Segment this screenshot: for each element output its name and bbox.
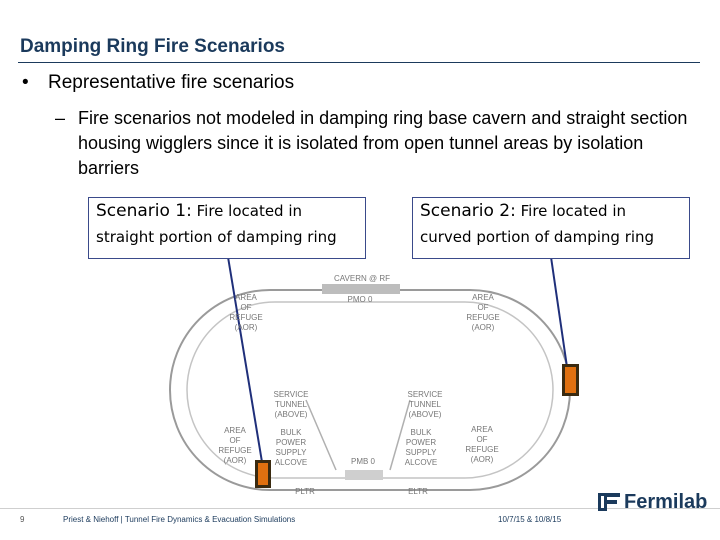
- scenario-1-text1: Fire located in: [191, 202, 303, 220]
- fermilab-logo-icon: [598, 493, 620, 511]
- fire-marker-1: [255, 460, 271, 488]
- aor-line: AREA: [471, 425, 493, 434]
- cavern-block: [322, 284, 400, 294]
- aor-line: AREA: [224, 426, 246, 435]
- aor-line: AREA: [472, 293, 494, 302]
- aor-line: OF: [477, 303, 489, 312]
- bulk-power-left-label: BULK POWER SUPPLY ALCOVE: [268, 428, 314, 468]
- ring-inner-track: [186, 301, 554, 479]
- bullet-text: Representative fire scenarios: [48, 72, 295, 93]
- aor-line: (AOR): [470, 455, 494, 464]
- service-line: (ABOVE): [274, 410, 308, 419]
- scenario-2-line1: Scenario 2: Fire located in: [420, 198, 689, 224]
- aor-line: (AOR): [471, 323, 495, 332]
- aor-line: REFUGE: [466, 313, 500, 322]
- sub-bullet-item: – Fire scenarios not modeled in damping …: [55, 106, 695, 181]
- bulk-line: SUPPLY: [405, 448, 437, 457]
- service-line: TUNNEL: [408, 400, 441, 409]
- service-tunnel-left: [305, 399, 337, 471]
- pmb-label: PMB 0: [350, 457, 375, 466]
- service-line: SERVICE: [407, 390, 443, 399]
- aor-line: REFUGE: [229, 313, 263, 322]
- aor-line: OF: [229, 436, 241, 445]
- slide-title: Damping Ring Fire Scenarios: [20, 36, 285, 57]
- bulk-line: POWER: [405, 438, 437, 447]
- aor-line: (AOR): [234, 323, 258, 332]
- bullet-dot: •: [22, 72, 29, 93]
- service-tunnel-right-label: SERVICE TUNNEL (ABOVE): [400, 390, 450, 420]
- bulk-line: ALCOVE: [274, 458, 308, 467]
- footer-date: 10/7/15 & 10/8/15: [498, 515, 562, 524]
- scenario-2-text2: curved portion of damping ring: [420, 228, 655, 246]
- scenario-2-callout: Scenario 2: Fire located in curved porti…: [412, 197, 690, 259]
- sub-bullet-dash: –: [55, 108, 66, 128]
- aor-top-left-label: AREA OF REFUGE (AOR): [224, 293, 268, 333]
- footer-text: Priest & Niehoff | Tunnel Fire Dynamics …: [63, 515, 296, 524]
- ring-outline: [169, 289, 571, 491]
- footer-divider: [0, 508, 720, 509]
- pointer-line-2: [550, 256, 568, 368]
- aor-line: REFUGE: [218, 446, 252, 455]
- page-number: 9: [20, 515, 25, 524]
- bulk-power-right-label: BULK POWER SUPPLY ALCOVE: [398, 428, 444, 468]
- scenario-2-text1: Fire located in: [515, 202, 627, 220]
- scenario-1-callout: Scenario 1: Fire located in straight por…: [88, 197, 366, 259]
- aor-top-right-label: AREA OF REFUGE (AOR): [460, 293, 506, 333]
- service-tunnel-right: [389, 399, 411, 471]
- bulk-line: BULK: [280, 428, 302, 437]
- service-line: (ABOVE): [408, 410, 442, 419]
- service-line: TUNNEL: [274, 400, 307, 409]
- bulk-line: BULK: [410, 428, 432, 437]
- fermilab-logo: Fermilab: [598, 490, 707, 514]
- pointer-line-1: [227, 256, 263, 463]
- sub-bullet-text: Fire scenarios not modeled in damping ri…: [78, 108, 688, 178]
- bulk-line: SUPPLY: [275, 448, 307, 457]
- pmb-block: [345, 470, 383, 480]
- scenario-1-prefix: Scenario 1:: [96, 201, 192, 221]
- cavern-label: CAVERN @ RF: [334, 274, 390, 283]
- aor-line: OF: [240, 303, 252, 312]
- aor-bottom-left-label: AREA OF REFUGE (AOR): [212, 426, 258, 466]
- title-divider: [18, 62, 700, 63]
- aor-line: REFUGE: [465, 445, 499, 454]
- fire-marker-2: [562, 364, 579, 396]
- bulk-line: ALCOVE: [404, 458, 438, 467]
- ring-outer-track: [169, 289, 571, 491]
- fermilab-logo-text: Fermilab: [624, 490, 708, 513]
- aor-line: (AOR): [223, 456, 247, 465]
- pltr-label: PLTR: [295, 487, 315, 496]
- aor-line: AREA: [235, 293, 257, 302]
- service-tunnel-left-label: SERVICE TUNNEL (ABOVE): [268, 390, 314, 420]
- eltr-label: ELTR: [408, 487, 428, 496]
- bulk-line: POWER: [275, 438, 307, 447]
- scenario-2-prefix: Scenario 2:: [420, 201, 516, 221]
- scenario-1-text2: straight portion of damping ring: [96, 228, 337, 246]
- scenario-1-line1: Scenario 1: Fire located in: [96, 198, 365, 224]
- pmo-label: PMO 0: [347, 295, 373, 304]
- service-line: SERVICE: [273, 390, 309, 399]
- bullet-item: • Representative fire scenarios: [22, 72, 294, 94]
- aor-bottom-right-label: AREA OF REFUGE (AOR): [459, 425, 505, 465]
- aor-line: OF: [476, 435, 488, 444]
